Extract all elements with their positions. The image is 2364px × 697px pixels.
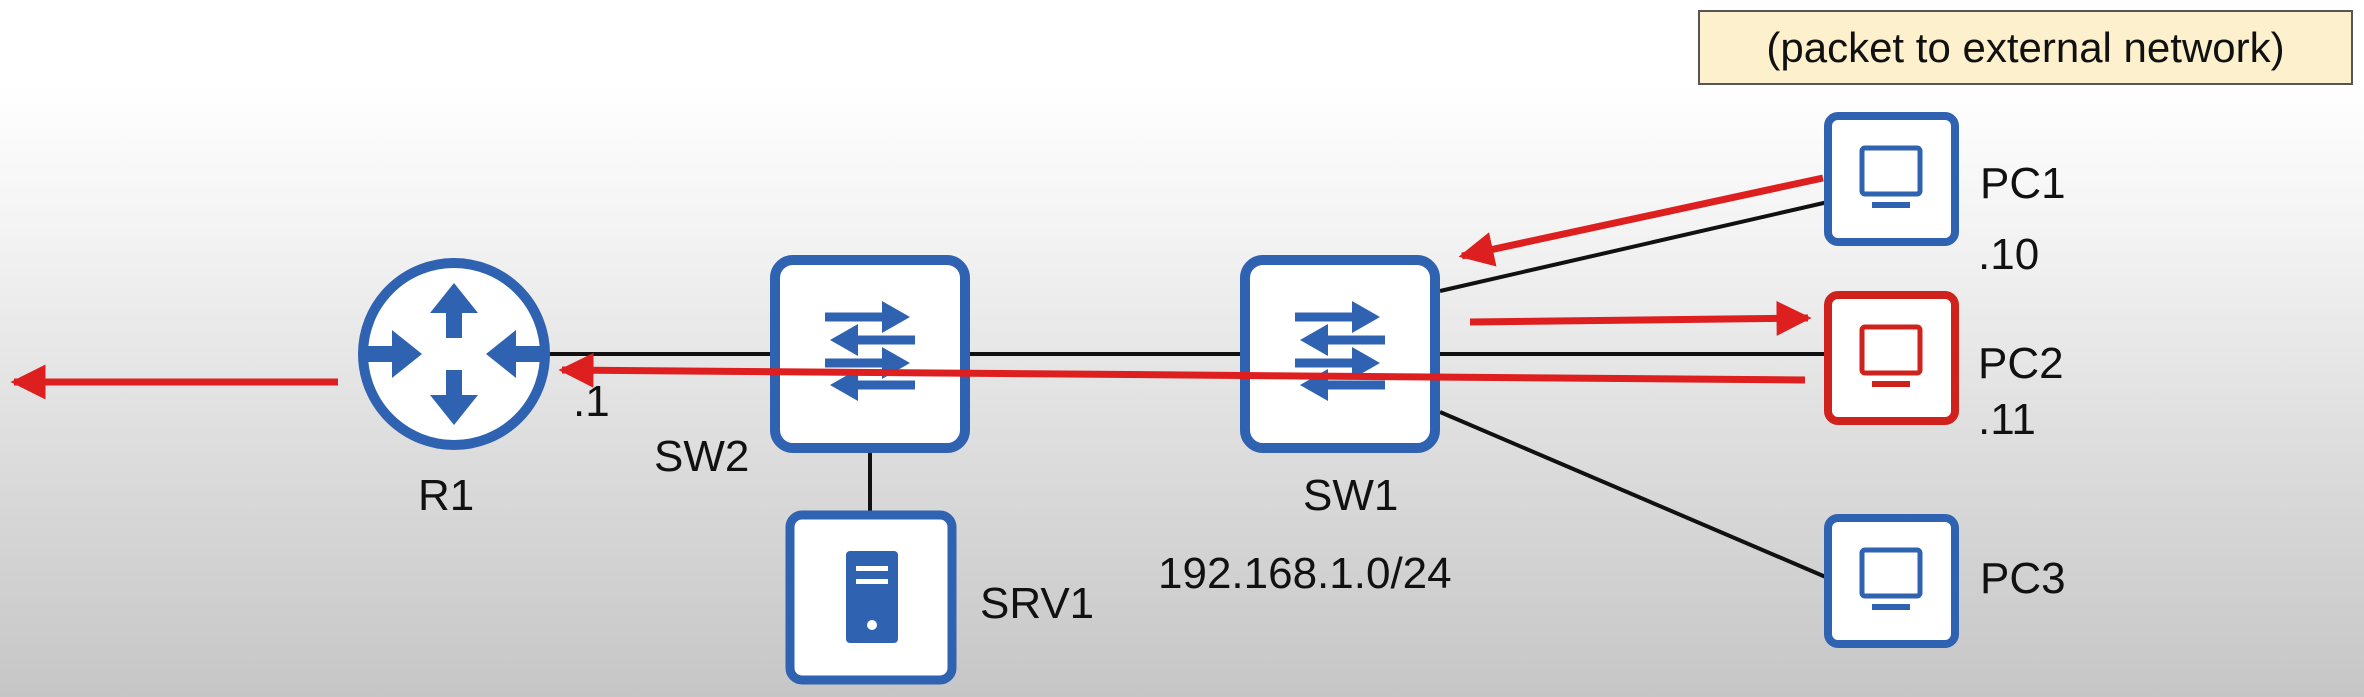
packet-flow-arrows [10,174,1824,400]
label-pc2: PC2 [1978,339,2064,388]
router-icon [367,283,541,425]
label-pc1-ip: .10 [1978,230,2040,279]
pc-icon [1859,145,1923,208]
switch-sw2[interactable] [770,255,970,453]
pc-pc2[interactable] [1824,291,1959,425]
server-srv1[interactable] [785,510,957,685]
link-sw1-pc1 [1439,200,1829,293]
label-pc3: PC3 [1980,554,2066,603]
arrow-pc2-to-r1 [558,352,1806,388]
label-r1: R1 [418,471,475,520]
label-subnet: 192.168.1.0/24 [1158,549,1452,598]
router-r1[interactable] [358,258,550,450]
label-pc1: PC1 [1980,159,2066,208]
switch-sw1[interactable] [1240,255,1440,453]
callout-packet-note: (packet to external network) [1698,10,2353,85]
label-pc2-ip: .11 [1978,395,2036,444]
arrow-pc1-to-sw1 [1458,174,1824,267]
pc-pc1[interactable] [1824,112,1959,246]
link-sw1-pc3 [1439,410,1829,580]
pc-pc3[interactable] [1824,514,1959,648]
label-srv1: SRV1 [980,579,1095,628]
label-sw2: SW2 [654,432,750,481]
pc-icon [1859,547,1923,610]
pc-icon [1859,324,1923,387]
label-r1-interface: .1 [573,377,610,426]
arrow-sw1-to-pc2 [1469,300,1812,336]
server-icon [846,551,898,643]
links [546,200,1829,580]
label-sw1: SW1 [1303,471,1399,520]
